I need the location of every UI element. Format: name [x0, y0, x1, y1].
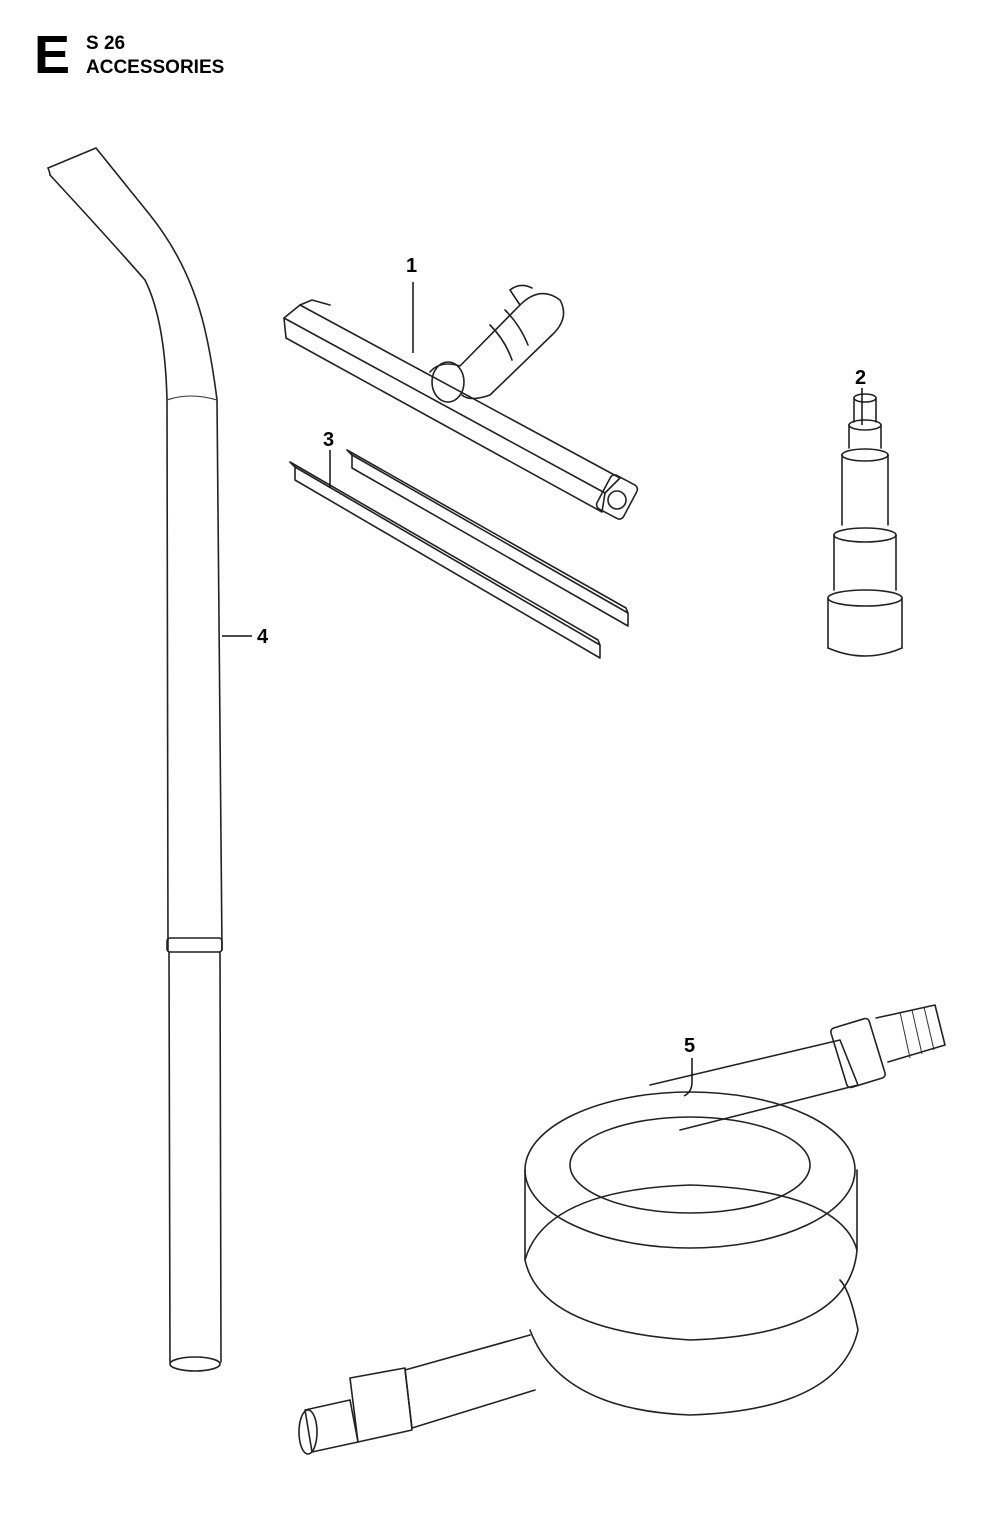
- callout-5: 5: [684, 1035, 695, 1057]
- hose-drawing: [298, 1004, 946, 1455]
- page-title: ACCESSORIES: [86, 57, 225, 78]
- section-letter: E: [34, 25, 71, 85]
- callout-2: 2: [855, 367, 866, 389]
- suction-tube-drawing: [47, 147, 223, 1372]
- nozzle-strips-drawing: [289, 449, 629, 659]
- callout-4: 4: [257, 626, 269, 648]
- adapter-drawing: [827, 393, 903, 657]
- callout-1: 1: [406, 255, 417, 277]
- leader-line-5: [683, 1058, 693, 1097]
- model-name: S 26: [86, 33, 126, 54]
- floor-nozzle-drawing: [283, 284, 639, 520]
- callout-3: 3: [323, 429, 334, 451]
